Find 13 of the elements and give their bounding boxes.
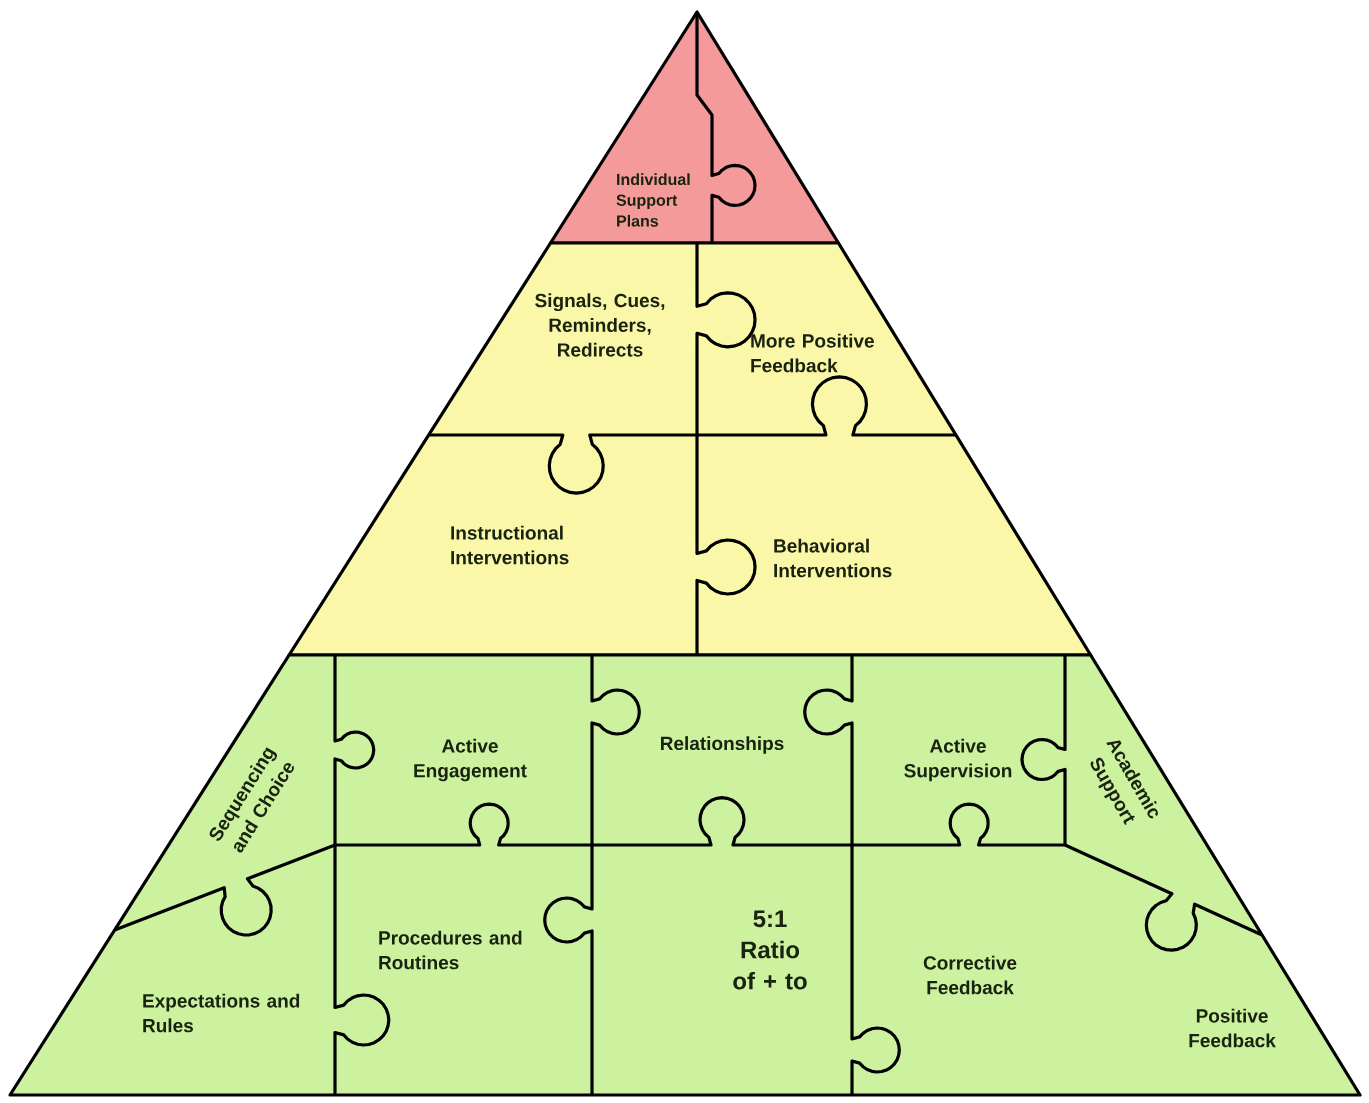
piece-label: Behavioral Interventions — [774, 538, 892, 578]
piece-label: Active Supervision — [904, 738, 1012, 782]
piece-label: Instructional Interventions — [451, 525, 569, 565]
piece-label: Signals, Cues, Reminders, Redirects — [535, 293, 665, 357]
piece-label: Individual Support Plans — [616, 173, 690, 227]
piece-label: Relationships — [661, 736, 784, 754]
piece-label: More Positive Feedback — [751, 333, 874, 373]
piece-label: Corrective Feedback — [923, 955, 1017, 995]
piece-label: 5:1 Ratio of + to — [733, 910, 807, 990]
piece-label: Positive Feedback — [1189, 1008, 1276, 1048]
piece-label: Expectations and Rules — [143, 993, 300, 1033]
piece-label: Procedures and Routines — [379, 930, 522, 970]
piece-label: Active Engagement — [414, 738, 527, 782]
